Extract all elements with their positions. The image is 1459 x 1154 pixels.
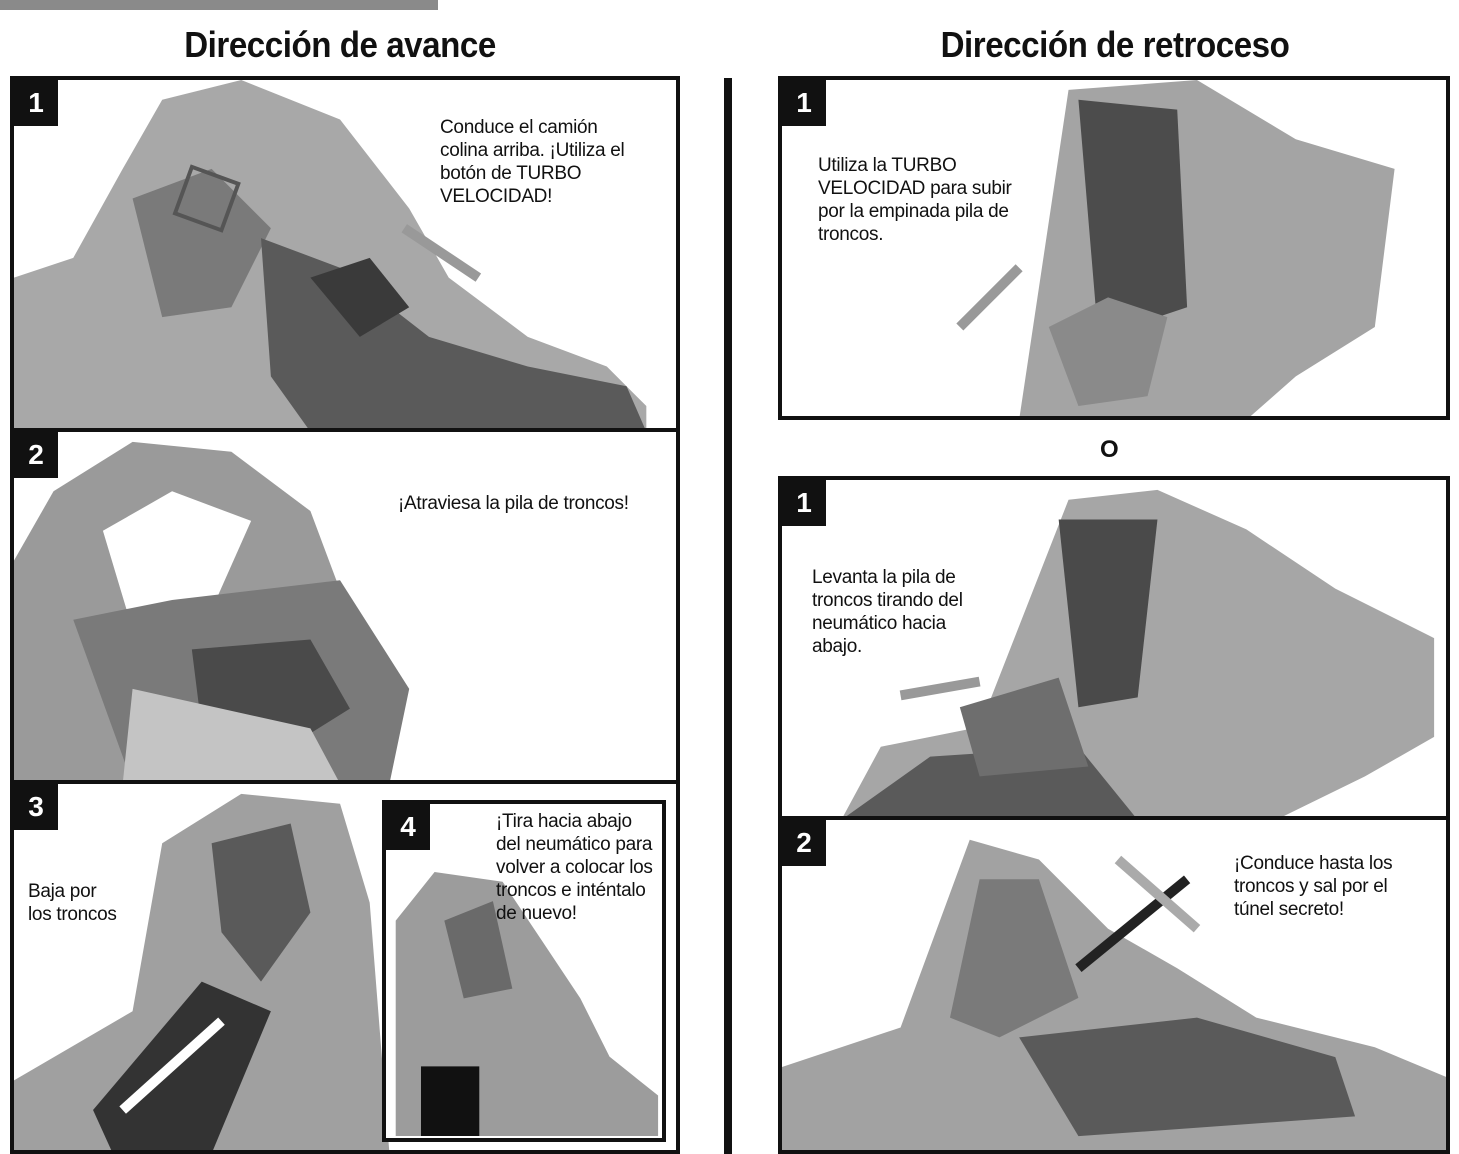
forward-step-1-panel: 1 Conduce el camión colina arriba. ¡Util…: [10, 76, 680, 432]
reverse-heading: Dirección de retroceso: [940, 24, 1290, 65]
step-caption: ¡Conduce hasta los troncos y sal por el …: [1234, 853, 1393, 920]
log-descent-illustration: [14, 793, 390, 1150]
step-number: 2: [14, 432, 58, 478]
step-number: 1: [782, 480, 826, 526]
step-number: 4: [386, 804, 430, 850]
forward-step-2-panel: 2 ¡Atraviesa la pila de troncos!: [10, 428, 680, 784]
step-caption: ¡Atraviesa la pila de troncos!: [398, 493, 629, 514]
or-separator: O: [1100, 436, 1119, 463]
turbo-climb-illustration: [956, 80, 1395, 416]
step-number: 3: [14, 784, 58, 830]
reverse-alt-step-1-panel: 1 Levanta la pila de troncos tirando del…: [778, 476, 1450, 820]
tire-pulldown-illustration: [395, 872, 659, 1137]
forward-heading: Dirección de avance: [184, 24, 496, 65]
step-caption: Baja por los troncos: [28, 881, 117, 925]
forward-step-3-panel: 3 Baja por los troncos 4 ¡Tira hacia aba…: [10, 780, 680, 1154]
step-caption: Utiliza la TURBO VELOCIDAD para subir po…: [818, 155, 1012, 245]
log-pile-illustration: [14, 441, 410, 780]
step-number: 1: [14, 80, 58, 126]
step-caption: Levanta la pila de troncos tirando del n…: [812, 567, 963, 657]
secret-tunnel-illustration: [782, 839, 1446, 1150]
reverse-step-2-panel: 2 ¡Conduce hasta los troncos y sal por e…: [778, 816, 1450, 1154]
header-tab-bar: [0, 0, 438, 10]
log-lift-illustration: [843, 489, 1435, 816]
step-number: 2: [782, 820, 826, 866]
rock-track-illustration: [14, 80, 647, 428]
reverse-step-1-panel: 1 Utiliza la TURBO VELOCIDAD para subir …: [778, 76, 1450, 420]
step-caption: ¡Tira hacia abajo del neumático para vol…: [496, 811, 653, 924]
step-number: 1: [782, 80, 826, 126]
step-caption: Conduce el camión colina arriba. ¡Utiliz…: [440, 117, 625, 207]
forward-step-4-panel: 4 ¡Tira hacia abajo del neumático para v…: [382, 800, 666, 1142]
column-divider: [724, 78, 732, 1154]
